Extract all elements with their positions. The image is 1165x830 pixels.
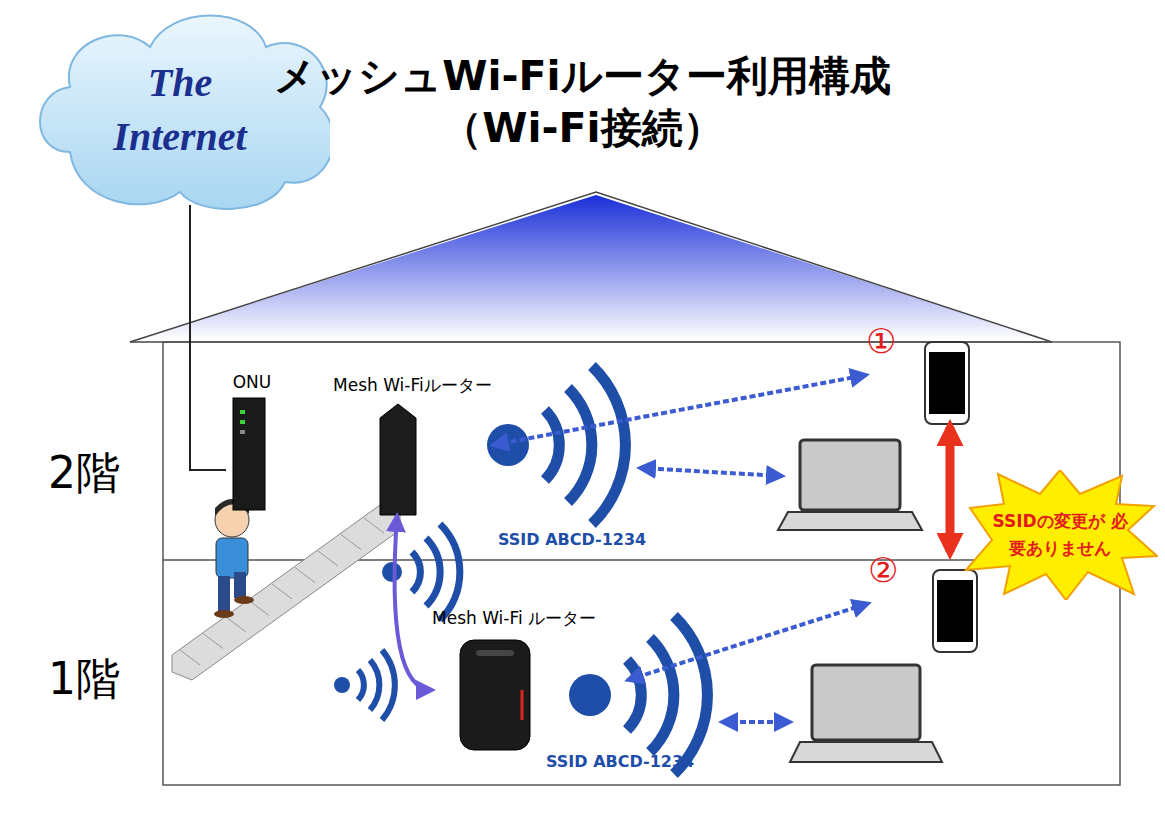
laptop: [790, 665, 942, 762]
wifi-small: [382, 524, 460, 620]
person: [214, 499, 254, 618]
wifi-waves: [487, 366, 625, 524]
floor-label: 2階: [48, 444, 120, 503]
connector: [493, 375, 866, 445]
phone-node: ①: [866, 323, 972, 427]
cloud-outline: [30, 2, 330, 217]
router-device: [380, 404, 416, 515]
wifi-waves: [569, 616, 707, 774]
onu-device: [233, 398, 265, 510]
connector: [395, 516, 432, 690]
stairs: [172, 505, 400, 680]
connector: [946, 427, 955, 552]
ssid-label: SSID ABCD-1234: [546, 752, 694, 771]
router-device: [460, 640, 530, 750]
callout-burst: SSIDの変更が 必要ありません: [962, 470, 1158, 600]
wifi-link: [640, 468, 782, 476]
wifi-small: [334, 650, 395, 720]
node-text: ①: [866, 323, 972, 360]
burst-outline: [962, 470, 1158, 600]
node-text: Mesh Wi-Fiルーター: [333, 374, 493, 397]
router-node: Mesh Wi-Fiルーター: [333, 374, 493, 516]
roof: [135, 195, 1048, 340]
cloud-node: The Internet: [30, 2, 330, 217]
floor-label: 1階: [48, 650, 120, 709]
smartphone: [925, 342, 969, 424]
title: メッシュWi-Fiルーター利用構成 （Wi-Fi接続）: [0, 50, 1165, 155]
laptop: [778, 440, 922, 530]
onu-node: ONU: [226, 372, 278, 512]
phone-node: ②: [868, 552, 980, 655]
title-text: メッシュWi-Fiルーター利用構成 （Wi-Fi接続）: [233, 50, 933, 155]
node-text: ONU: [226, 372, 278, 392]
smartphone: [933, 570, 977, 652]
ssid-label: SSID ABCD-1234: [498, 530, 646, 549]
node-text: ②: [868, 552, 980, 589]
node-text: SSIDの変更が 必要ありません: [990, 508, 1129, 562]
connector: [190, 205, 226, 470]
connector: [628, 604, 868, 681]
node-text: The Internet: [80, 56, 280, 164]
wifi-link: [722, 720, 790, 724]
roof-line: [130, 192, 1052, 342]
node-text: Mesh Wi-Fi ルーター: [432, 607, 628, 630]
router-node: Mesh Wi-Fi ルーター: [432, 607, 628, 753]
